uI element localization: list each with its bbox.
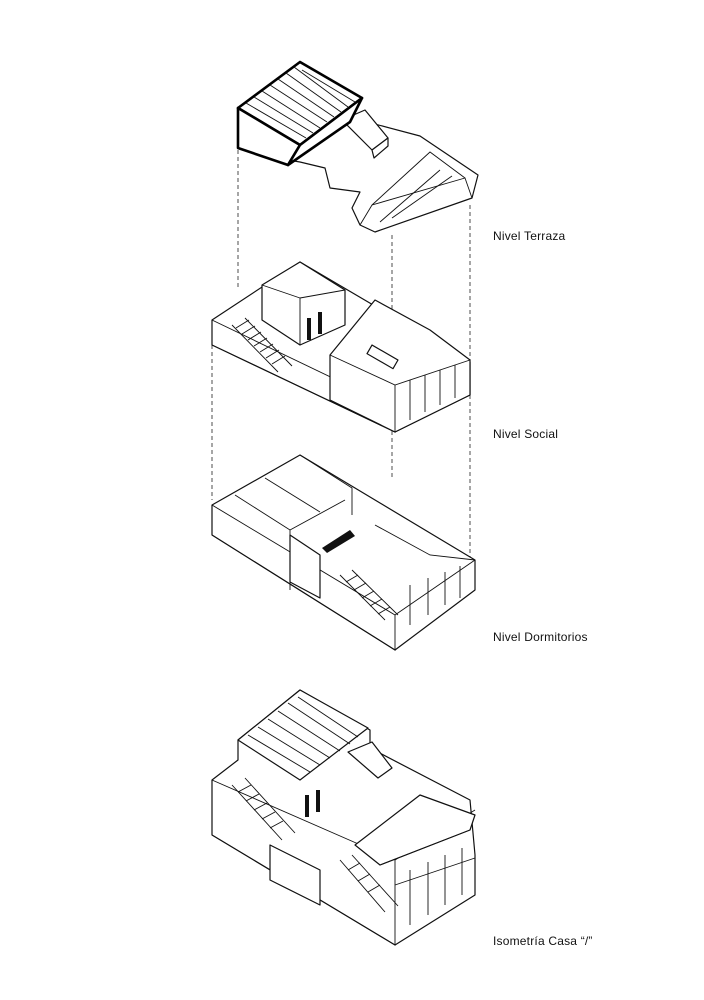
level-label-terrace: Nivel Terraza <box>493 229 566 243</box>
bedroom-level-drawing <box>211 454 476 651</box>
assembly-label: Isometría Casa “/” <box>493 934 593 948</box>
terrace-level-drawing <box>236 60 479 233</box>
social-level-drawing <box>211 261 471 433</box>
level-label-social: Nivel Social <box>493 427 559 441</box>
level-label-bedrooms: Nivel Dormitorios <box>493 630 588 644</box>
assembly-drawing <box>211 689 476 946</box>
